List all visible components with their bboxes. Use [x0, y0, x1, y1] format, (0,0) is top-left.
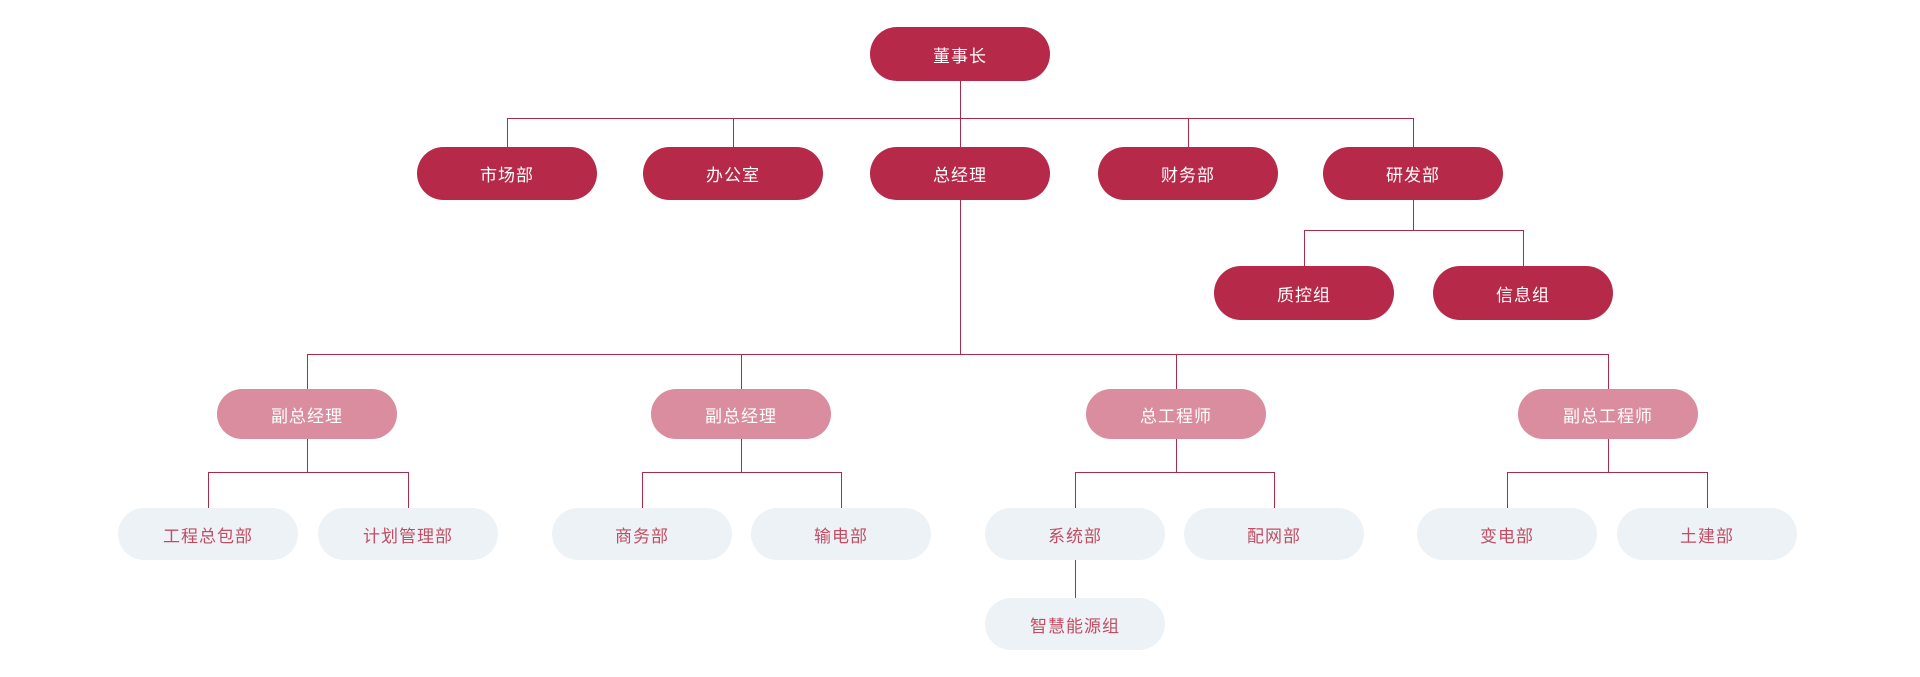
connector-line	[642, 472, 643, 508]
connector-line	[307, 439, 308, 472]
connector-line	[1608, 354, 1609, 389]
org-node-info-group[interactable]: 信息组	[1433, 266, 1613, 320]
connector-line	[733, 118, 734, 147]
org-node-civil-dept[interactable]: 土建部	[1617, 508, 1797, 560]
org-node-deputy-chief-engineer[interactable]: 副总工程师	[1518, 389, 1698, 439]
connector-line	[960, 118, 961, 147]
connector-line	[507, 118, 508, 147]
connector-line	[642, 472, 841, 473]
org-node-general-manager[interactable]: 总经理	[870, 147, 1050, 200]
connector-line	[741, 439, 742, 472]
org-node-marketing[interactable]: 市场部	[417, 147, 597, 200]
connector-line	[1075, 472, 1076, 508]
connector-line	[960, 81, 961, 118]
connector-line	[1304, 230, 1305, 266]
connector-line	[1413, 200, 1414, 230]
org-node-system-dept[interactable]: 系统部	[985, 508, 1165, 560]
connector-line	[1507, 472, 1508, 508]
org-node-smart-energy-group[interactable]: 智慧能源组	[985, 598, 1165, 650]
org-node-epc-dept[interactable]: 工程总包部	[118, 508, 298, 560]
org-node-commerce-dept[interactable]: 商务部	[552, 508, 732, 560]
connector-line	[1304, 230, 1523, 231]
connector-line	[307, 354, 308, 389]
org-node-office[interactable]: 办公室	[643, 147, 823, 200]
connector-line	[307, 354, 1608, 355]
org-node-planning-dept[interactable]: 计划管理部	[318, 508, 498, 560]
org-node-chairman[interactable]: 董事长	[870, 27, 1050, 81]
connector-line	[960, 200, 961, 354]
connector-line	[1523, 230, 1524, 266]
connector-line	[208, 472, 408, 473]
connector-line	[1075, 560, 1076, 598]
org-node-transmission-dept[interactable]: 输电部	[751, 508, 931, 560]
connector-line	[1707, 472, 1708, 508]
connector-line	[408, 472, 409, 508]
org-node-substation-dept[interactable]: 变电部	[1417, 508, 1597, 560]
connector-line	[208, 472, 209, 508]
connector-line	[1413, 118, 1414, 147]
org-node-qc-group[interactable]: 质控组	[1214, 266, 1394, 320]
connector-line	[1075, 472, 1274, 473]
org-node-finance[interactable]: 财务部	[1098, 147, 1278, 200]
org-node-chief-engineer[interactable]: 总工程师	[1086, 389, 1266, 439]
connector-line	[841, 472, 842, 508]
org-node-deputy-gm-1[interactable]: 副总经理	[217, 389, 397, 439]
connector-line	[1274, 472, 1275, 508]
org-node-rnd[interactable]: 研发部	[1323, 147, 1503, 200]
org-node-distribution-dept[interactable]: 配网部	[1184, 508, 1364, 560]
org-node-deputy-gm-2[interactable]: 副总经理	[651, 389, 831, 439]
connector-line	[1507, 472, 1707, 473]
connector-line	[1608, 439, 1609, 472]
connector-line	[741, 354, 742, 389]
connector-line	[1188, 118, 1189, 147]
connector-line	[1176, 439, 1177, 472]
connector-line	[1176, 354, 1177, 389]
